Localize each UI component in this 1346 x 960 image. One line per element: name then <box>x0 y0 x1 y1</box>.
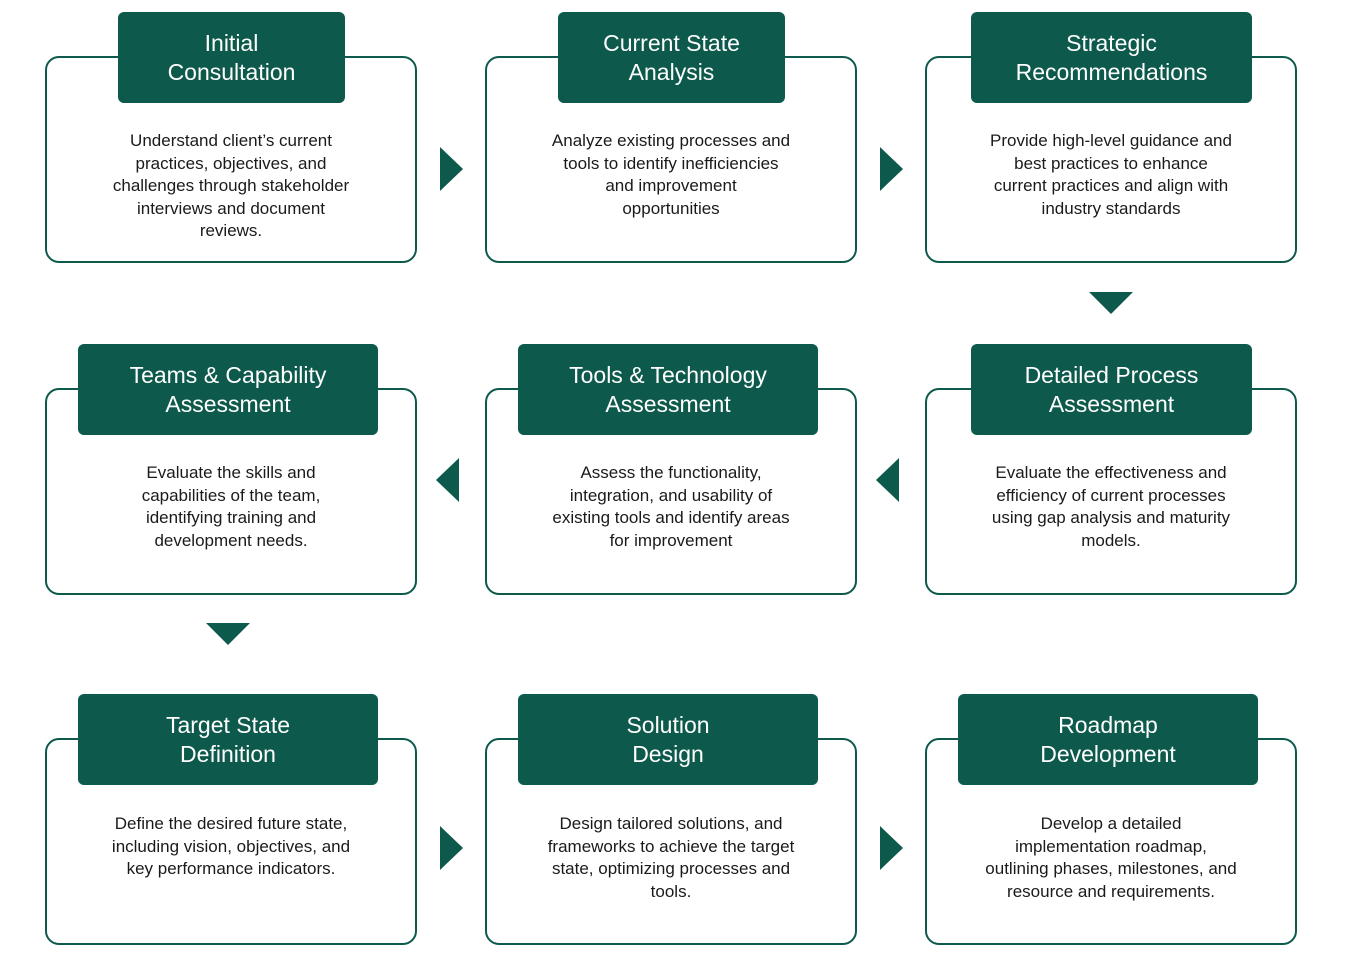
arrow-right-icon <box>440 147 463 191</box>
step-description: Define the desired future state, includi… <box>111 814 351 879</box>
step-title: Roadmap Development <box>958 694 1258 785</box>
step-description: Evaluate the skills and capabilities of … <box>141 463 321 550</box>
step-description: Understand client’s current practices, o… <box>112 131 350 241</box>
arrow-down-icon <box>1089 292 1133 314</box>
step-title: Strategic Recommendations <box>971 12 1252 103</box>
step-title: Current State Analysis <box>558 12 785 103</box>
step-title: Target State Definition <box>78 694 378 785</box>
arrow-right-icon <box>880 147 903 191</box>
step-description: Assess the functionality, integration, a… <box>552 463 790 550</box>
arrow-left-icon <box>876 458 899 502</box>
step-description: Design tailored solutions, and framework… <box>547 814 795 901</box>
arrow-right-icon <box>440 826 463 870</box>
step-title: Initial Consultation <box>118 12 345 103</box>
arrow-down-icon <box>206 623 250 645</box>
step-title: Tools & Technology Assessment <box>518 344 818 435</box>
step-title: Teams & Capability Assessment <box>78 344 378 435</box>
step-description: Evaluate the effectiveness and efficienc… <box>991 463 1231 550</box>
arrow-left-icon <box>436 458 459 502</box>
step-description: Provide high-level guidance and best pra… <box>990 131 1232 218</box>
step-description: Analyze existing processes and tools to … <box>551 131 791 218</box>
step-description: Develop a detailed implementation roadma… <box>985 814 1237 901</box>
step-title: Solution Design <box>518 694 818 785</box>
arrow-right-icon <box>880 826 903 870</box>
step-title: Detailed Process Assessment <box>971 344 1252 435</box>
